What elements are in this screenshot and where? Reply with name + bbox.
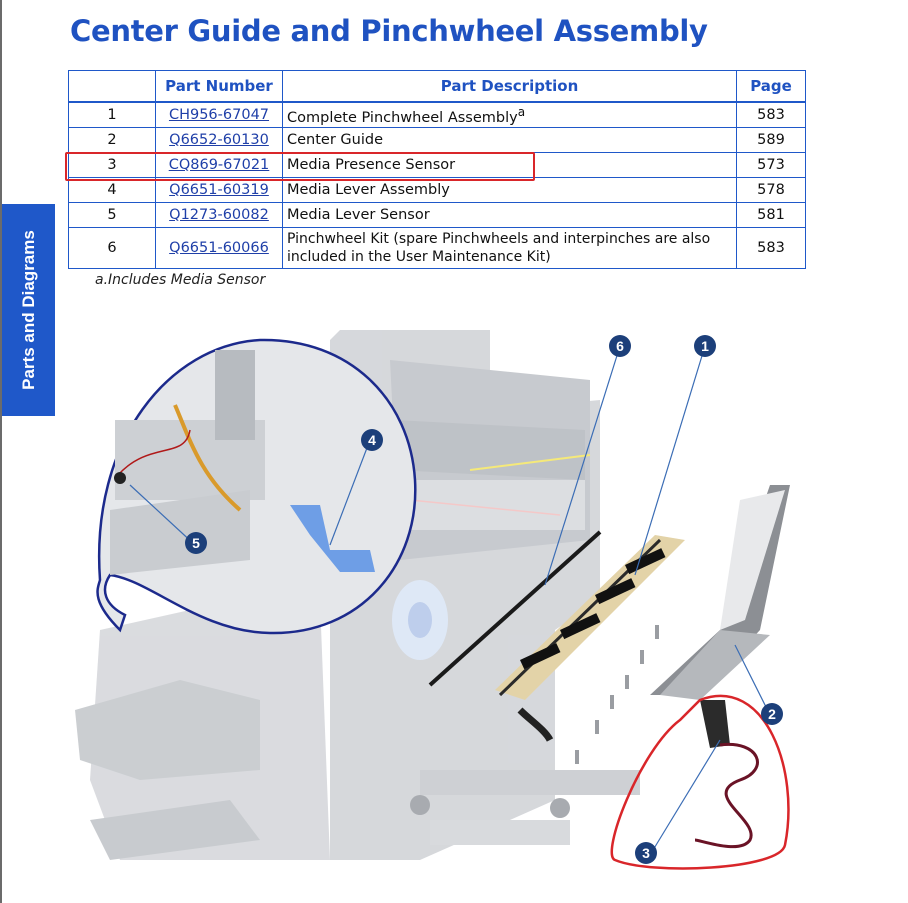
part-number-link[interactable]: Q6652-60130	[169, 132, 269, 148]
header-part-number: Part Number	[155, 70, 283, 103]
table-header-row: Part Number Part Description Page	[68, 70, 806, 103]
callout-6-label: 6	[616, 338, 624, 354]
part-description: Media Lever Assembly	[282, 177, 737, 203]
table-row: 2 Q6652-60130 Center Guide 589	[68, 127, 806, 153]
side-tab[interactable]: Parts and Diagrams	[2, 204, 55, 416]
media-lever-part	[290, 505, 375, 572]
header-part-description: Part Description	[282, 70, 737, 103]
part-number-link[interactable]: Q1273-60082	[169, 207, 269, 223]
highlight-sensor-outline	[610, 694, 790, 870]
table-row: 5 Q1273-60082 Media Lever Sensor 581	[68, 202, 806, 228]
zoom-detail	[96, 338, 417, 635]
callout-2-label: 2	[768, 706, 776, 722]
part-number-link[interactable]: Q6651-60066	[169, 240, 269, 256]
callout-1: 1	[694, 335, 716, 357]
table-row: 4 Q6651-60319 Media Lever Assembly 578	[68, 177, 806, 203]
media-presence-sensor-part	[610, 694, 790, 870]
parts-table: Part Number Part Description Page 1 CH95…	[68, 70, 806, 269]
page-number: 581	[736, 202, 806, 228]
callout-3-label: 3	[642, 845, 650, 861]
header-page: Page	[736, 70, 806, 103]
table-row: 1 CH956-67047 Complete Pinchwheel Assemb…	[68, 101, 806, 128]
row-number: 6	[68, 227, 156, 269]
center-guide-part	[650, 485, 790, 700]
leader-lines	[129, 345, 771, 856]
callout-1-label: 1	[701, 338, 709, 354]
table-row: 6 Q6651-60066 Pinchwheel Kit (spare Pinc…	[68, 227, 806, 269]
callout-4: 4	[361, 429, 383, 451]
part-number-link[interactable]: CH956-67047	[168, 107, 270, 123]
pinchwheel-kit-part	[428, 530, 602, 687]
callout-4-label: 4	[368, 432, 376, 448]
pinchwheel-assembly-part	[495, 535, 685, 742]
callout-5-label: 5	[192, 535, 200, 551]
page-number: 573	[736, 152, 806, 178]
part-description: Pinchwheel Kit (spare Pinchwheels and in…	[282, 227, 737, 269]
callout-6: 6	[609, 335, 631, 357]
part-description: Complete Pinchwheel Assemblya	[282, 101, 737, 128]
left-margin-rule	[0, 0, 2, 903]
page-number: 589	[736, 127, 806, 153]
row-number: 5	[68, 202, 156, 228]
row-number: 2	[68, 127, 156, 153]
part-number-link[interactable]: CQ869-67021	[168, 157, 270, 173]
exploded-diagram: 1 2 3 4 5 6	[75, 330, 790, 870]
page-title: Center Guide and Pinchwheel Assembly	[70, 14, 708, 48]
page-number: 578	[736, 177, 806, 203]
highlight-row-box	[65, 152, 535, 181]
header-index	[68, 70, 156, 103]
table-footnote: a.Includes Media Sensor	[95, 272, 266, 288]
row-number: 1	[68, 101, 156, 128]
row-number: 4	[68, 177, 156, 203]
part-description: Center Guide	[282, 127, 737, 153]
page-number: 583	[736, 101, 806, 128]
callout-5: 5	[185, 532, 207, 554]
page-number: 583	[736, 227, 806, 269]
callout-3: 3	[635, 842, 657, 864]
callout-2: 2	[761, 703, 783, 725]
part-description: Media Lever Sensor	[282, 202, 737, 228]
printer-body	[75, 330, 640, 860]
footnote-marker: a	[517, 104, 526, 119]
screws	[575, 625, 659, 764]
part-number-link[interactable]: Q6651-60319	[169, 182, 269, 198]
